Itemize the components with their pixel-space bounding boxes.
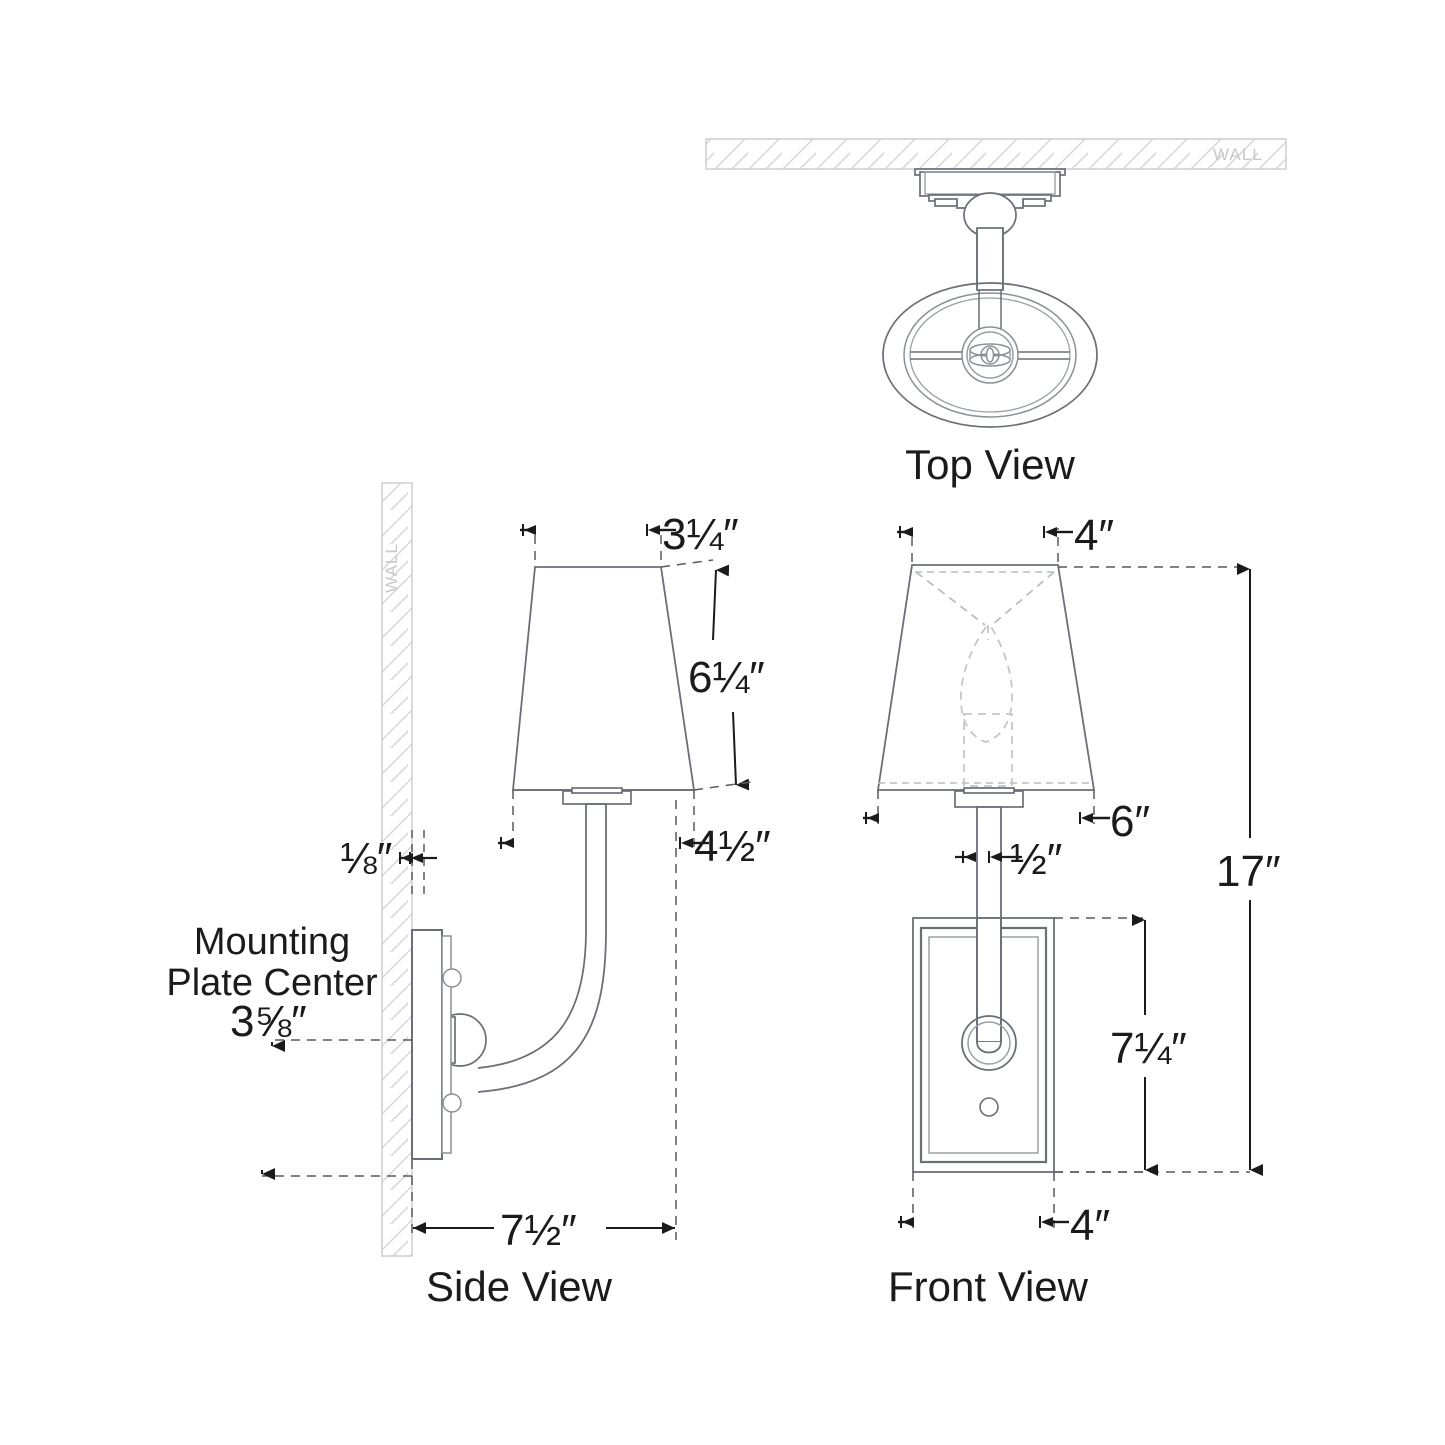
- dim-label-overall-height: 17″: [1216, 847, 1281, 896]
- side-view-wall: WALL: [381, 482, 413, 1257]
- top-view-socket-assembly: [910, 290, 1070, 384]
- front-view-group: 4″ 6″ ½″ 17″ 7¼″: [863, 511, 1290, 1310]
- front-view-shade-collar: [954, 787, 1024, 808]
- top-view-group: WALL: [705, 138, 1287, 488]
- wall-label-top: WALL: [1213, 145, 1263, 164]
- mounting-note-line1: Mounting: [194, 921, 350, 963]
- top-view-wall: WALL: [705, 138, 1287, 170]
- dim-front-shade-bottom: [863, 790, 1110, 824]
- side-view-shade: [512, 566, 696, 791]
- dim-front-backplate-height: [1054, 914, 1206, 1176]
- top-view-shade-rings: [882, 282, 1098, 428]
- dim-label-mounting-plate-center: 3⅝″: [230, 997, 307, 1046]
- dim-label-backplate-height: 7¼″: [1110, 1024, 1187, 1073]
- dim-front-overall-height: [1054, 563, 1290, 1176]
- side-view-group: WALL: [166, 482, 771, 1310]
- dim-label-backplate-width: 4″: [1070, 1201, 1110, 1250]
- top-view-label: Top View: [905, 441, 1075, 488]
- side-view-mounting-plate: [411, 929, 462, 1160]
- side-view-label: Side View: [426, 1263, 613, 1310]
- dim-label-shade-bottom-width: 6″: [1110, 797, 1150, 846]
- front-view-stem-over-plate: [961, 917, 1017, 1117]
- dim-side-shade-height: [693, 564, 752, 791]
- wall-label-side: WALL: [382, 543, 401, 593]
- dim-label-shade-top-dia: 3¼″: [662, 510, 739, 559]
- dim-side-wall-gap: [399, 830, 437, 900]
- dim-front-shade-top: [897, 526, 1073, 562]
- dim-label-shade-height: 6¼″: [688, 653, 765, 702]
- dim-side-projection: [411, 800, 677, 1248]
- dim-label-wall-gap: ⅛″: [340, 834, 392, 883]
- front-view-shade: [876, 564, 1096, 791]
- dim-front-backplate-width: [898, 1172, 1069, 1228]
- top-view-ball-and-stem: [963, 192, 1017, 291]
- side-view-shade-collar: [562, 787, 632, 805]
- front-view-label: Front View: [888, 1263, 1089, 1310]
- dim-label-shade-top-width: 4″: [1074, 511, 1114, 560]
- dim-label-stem-width: ½″: [1010, 835, 1062, 884]
- mounting-note-line2: Plate Center: [166, 962, 378, 1004]
- dim-side-shade-top: [520, 524, 714, 568]
- dim-label-shade-bottom-dia: 4½″: [694, 822, 771, 871]
- side-view-curved-arm: [477, 803, 607, 1093]
- front-view-internals: [915, 571, 1055, 787]
- dim-side-plate-center-leaders: [261, 1039, 412, 1180]
- dim-label-projection: 7½″: [500, 1206, 577, 1255]
- dim-side-shade-bottom: [498, 790, 709, 849]
